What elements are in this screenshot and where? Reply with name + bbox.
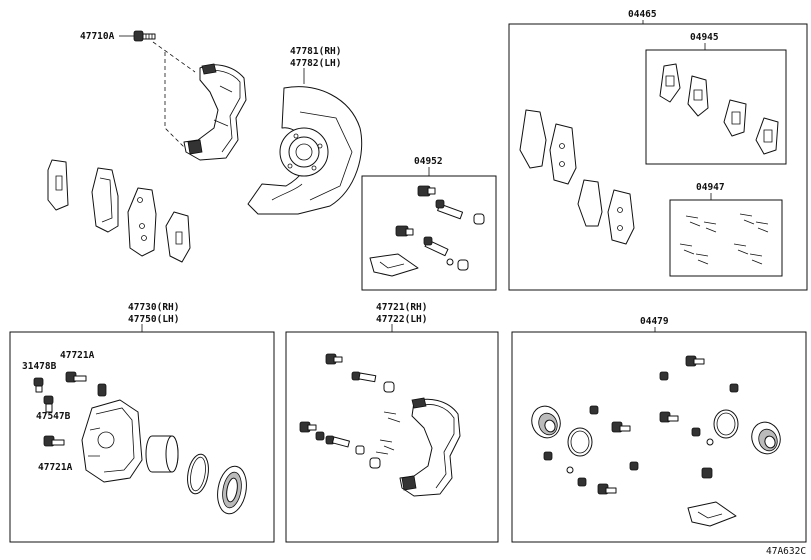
label-47722[interactable]: 47722(LH): [376, 314, 427, 325]
cylinder-boot-left[interactable]: [527, 402, 564, 442]
guide-pin-upper[interactable]: [417, 185, 485, 225]
diagram-code: 47A632C: [766, 546, 806, 557]
label-47782[interactable]: 47782(LH): [290, 58, 341, 69]
kit-04479: 04479: [511, 316, 807, 543]
slide-pin-upper[interactable]: [325, 353, 395, 393]
piston-seal-right[interactable]: [713, 409, 739, 439]
bleeder-and-bolts-04479[interactable]: [543, 355, 739, 495]
label-47730[interactable]: 47730(RH): [128, 302, 179, 313]
bolt-47721A-top[interactable]: [65, 371, 87, 383]
label-47750[interactable]: 47750(LH): [128, 314, 179, 325]
cylinder-boot-right[interactable]: [747, 418, 784, 458]
grease-packet-04479[interactable]: [687, 501, 737, 527]
label-04465[interactable]: 04465: [628, 9, 657, 20]
fitting-kit-04947[interactable]: [679, 213, 769, 265]
bolt-47721A-bottom[interactable]: [43, 435, 65, 447]
label-04945[interactable]: 04945: [690, 32, 719, 43]
piston-seal[interactable]: [185, 453, 212, 496]
label-47781[interactable]: 47781(RH): [290, 46, 341, 57]
slide-pin-lower[interactable]: [299, 421, 381, 469]
bleeder-plug-47547B[interactable]: [43, 395, 54, 413]
kit-04465: 04465 04945 04947: [508, 9, 808, 291]
brake-pad-left-2[interactable]: [127, 187, 157, 257]
pad-support-plates[interactable]: [375, 411, 401, 455]
label-31478B[interactable]: 31478B: [22, 361, 57, 372]
pad-shim-left-1[interactable]: [47, 159, 69, 211]
mounting-assembly-group: 47721(RH) 47722(LH): [285, 302, 499, 543]
label-04952[interactable]: 04952: [414, 156, 443, 167]
brake-pad-set-04465[interactable]: [519, 109, 635, 245]
disc-brake-mounting[interactable]: [399, 397, 461, 497]
label-47721A-bottom[interactable]: 47721A: [38, 462, 73, 473]
brake-pad-left-1[interactable]: [91, 167, 119, 233]
label-04947[interactable]: 04947: [696, 182, 725, 193]
label-04479[interactable]: 04479: [640, 316, 669, 327]
bolt-47710A[interactable]: [133, 30, 156, 42]
cylinder-caliper-body[interactable]: [81, 383, 143, 483]
bracket-group: 47710A: [47, 30, 247, 263]
label-47721A-top[interactable]: 47721A: [60, 350, 95, 361]
caliper-mounting-bracket[interactable]: [183, 63, 247, 161]
dust-shield-group: 47781(RH) 47782(LH): [247, 46, 363, 215]
guide-pin-lower[interactable]: [395, 225, 469, 271]
pad-shim-left-2[interactable]: [165, 211, 191, 263]
caliper-assembly-group: 47730(RH) 47750(LH) 31478B 47721A 47547B…: [9, 302, 275, 543]
kit-04952: 04952: [361, 156, 497, 291]
cylinder-boot[interactable]: [214, 464, 250, 516]
caliper-piston[interactable]: [145, 435, 179, 473]
label-47547B[interactable]: 47547B: [36, 411, 71, 422]
piston-seal-left[interactable]: [567, 427, 593, 457]
disc-brake-dust-shield[interactable]: [247, 86, 363, 215]
grease-packet-04952[interactable]: [369, 253, 419, 277]
label-47721[interactable]: 47721(RH): [376, 302, 427, 313]
anti-squeal-shim-kit-04945[interactable]: [659, 63, 779, 155]
bleeder-cap-31478B[interactable]: [33, 377, 44, 393]
label-47710A[interactable]: 47710A: [80, 31, 115, 42]
